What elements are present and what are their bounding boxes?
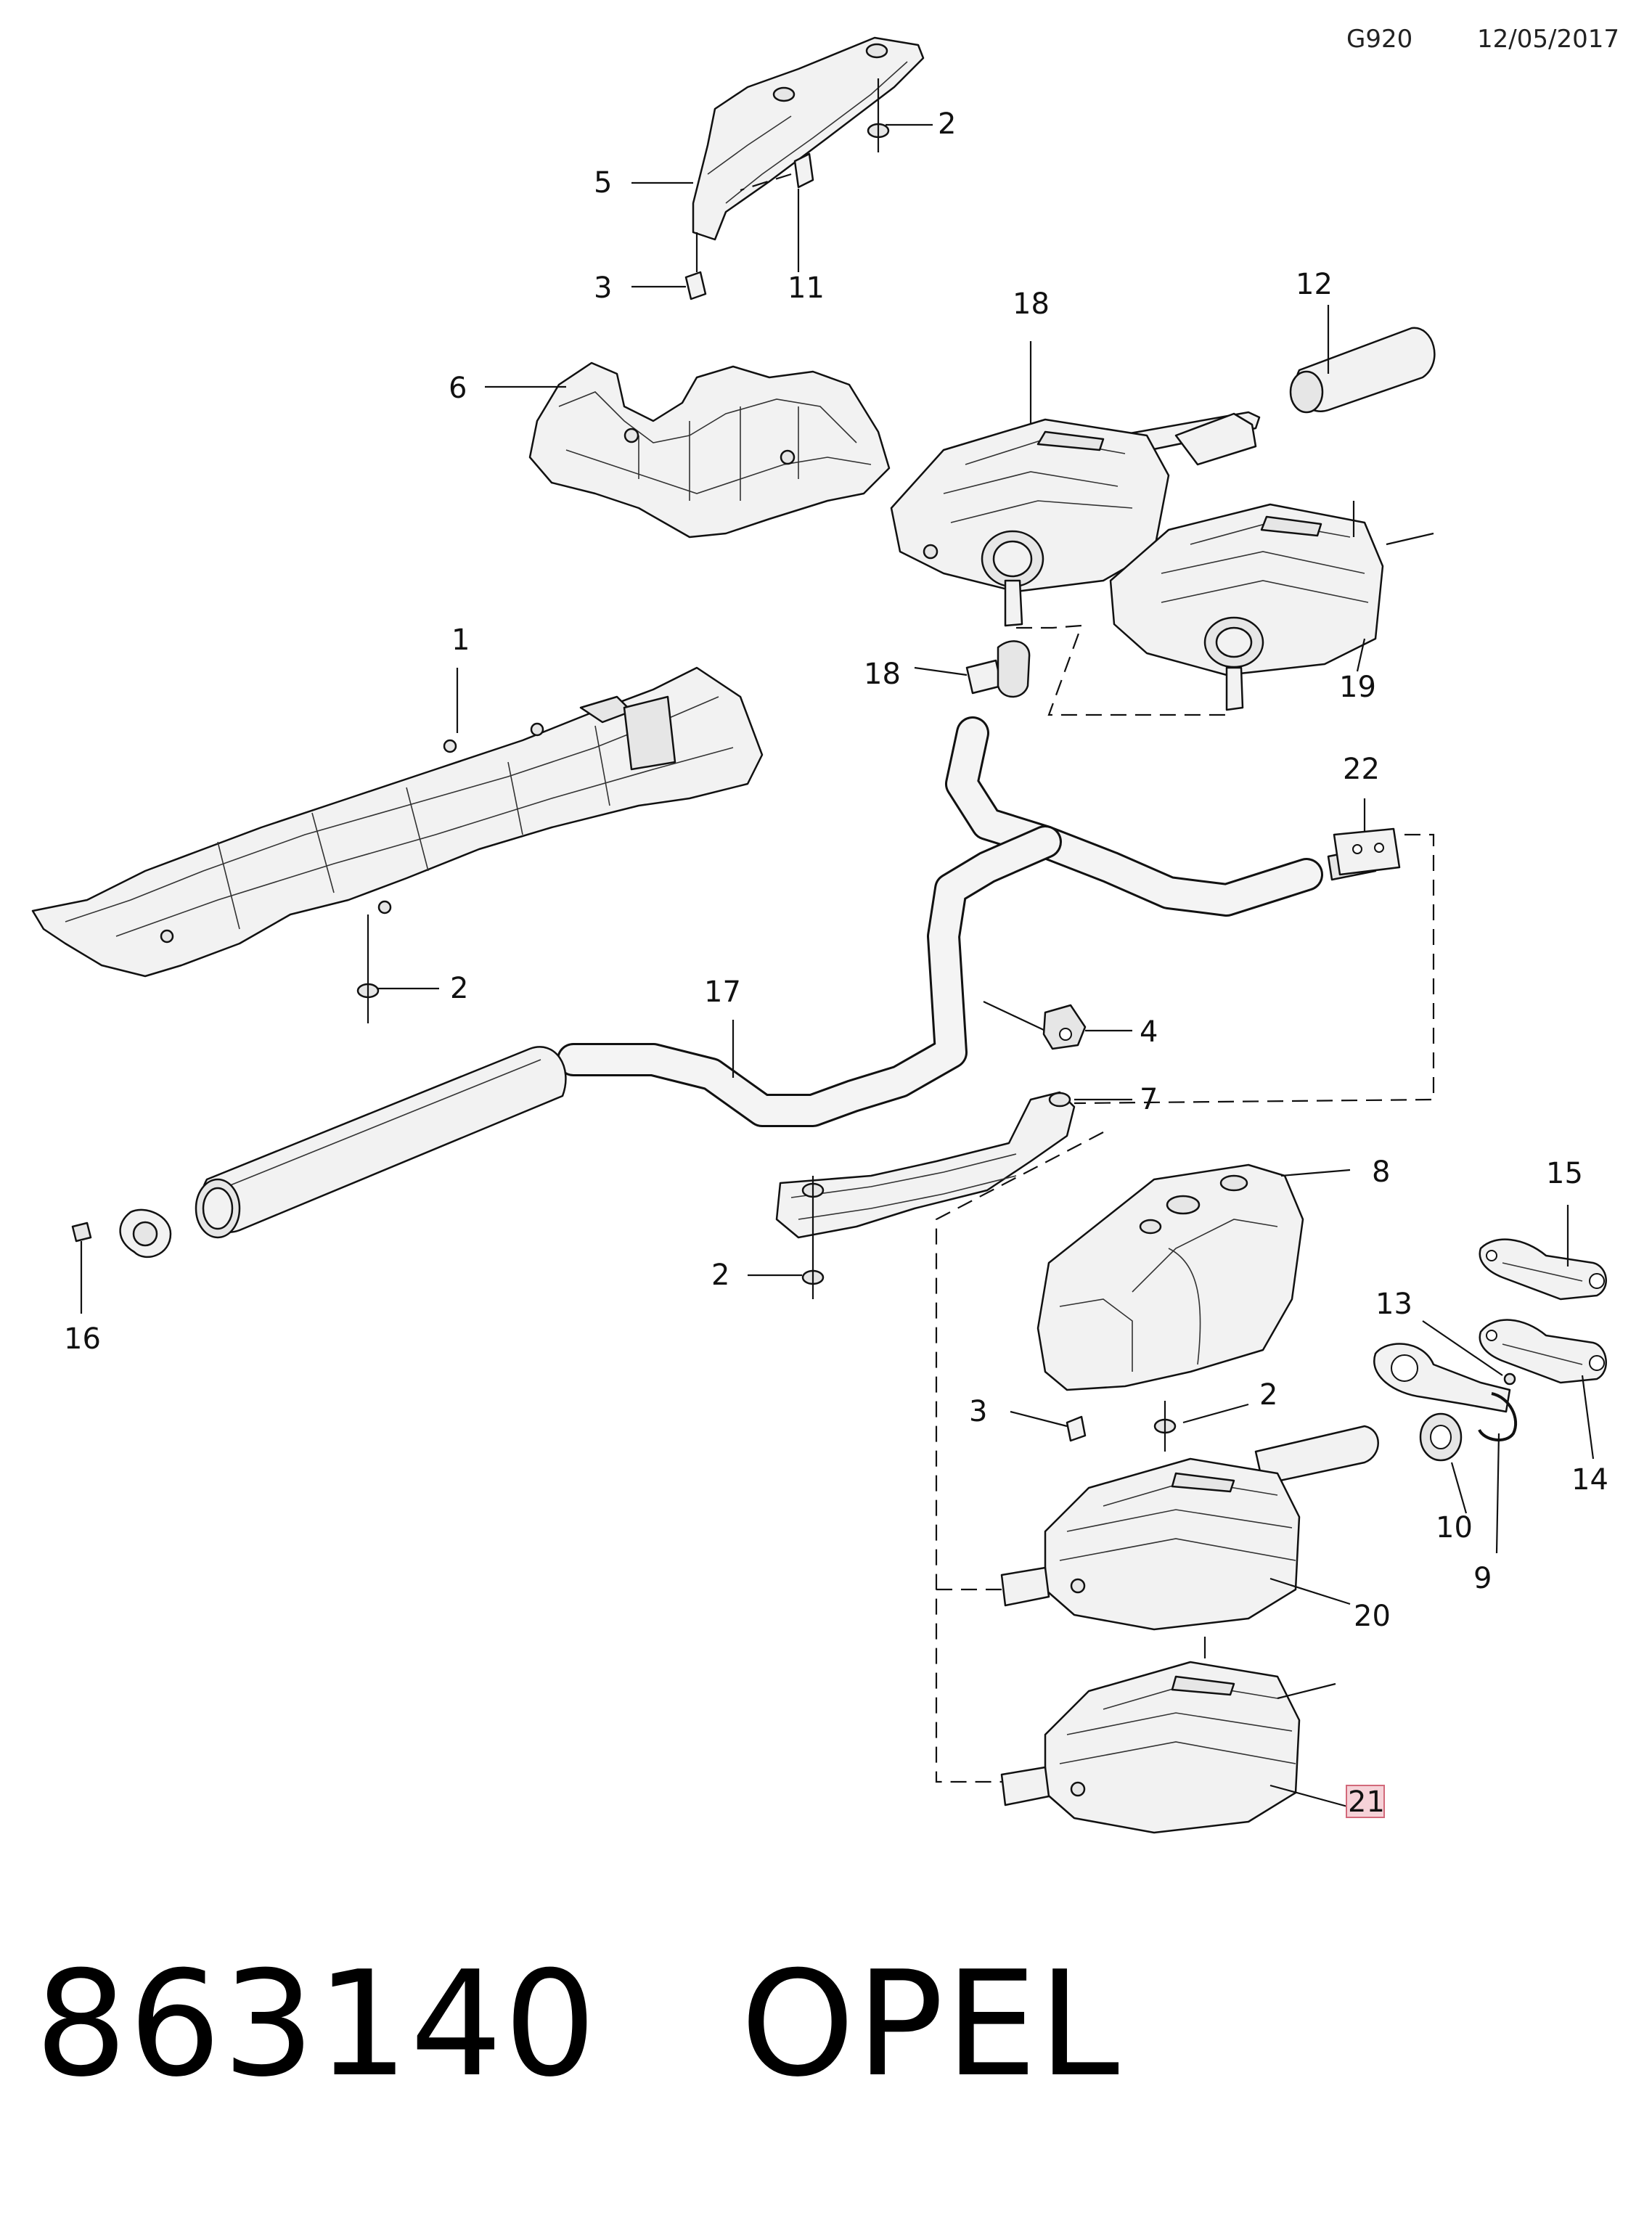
callout-8: 8 bbox=[1372, 1155, 1390, 1189]
callout-2-mid: 2 bbox=[711, 1259, 729, 1292]
part-12-clamp-ring[interactable] bbox=[1478, 1392, 1518, 1554]
callout-7: 7 bbox=[1140, 1083, 1158, 1116]
callout-5: 5 bbox=[594, 166, 612, 200]
part-7-heat-shield[interactable] bbox=[775, 1091, 1076, 1239]
part-2-nut-mid-left[interactable] bbox=[356, 914, 380, 1023]
callout-20: 20 bbox=[1354, 1600, 1391, 1633]
callout-3-rear: 3 bbox=[969, 1395, 987, 1428]
callout-6: 6 bbox=[449, 372, 467, 405]
callout-2-rear: 2 bbox=[1259, 1378, 1277, 1412]
part-6-heat-shield[interactable] bbox=[528, 361, 891, 539]
part-number-title: 863140 OPEL bbox=[35, 1940, 1121, 2109]
callout-4: 4 bbox=[1140, 1015, 1158, 1049]
callout-18-clamp: 18 bbox=[864, 658, 901, 691]
callout-17: 17 bbox=[704, 975, 741, 1009]
part-10-tail-pipe[interactable] bbox=[1289, 305, 1436, 414]
part-21-rear-muffler[interactable] bbox=[1000, 1637, 1351, 1834]
part-4-rubber-hanger[interactable] bbox=[983, 1001, 1087, 1050]
callout-18-upper: 18 bbox=[1013, 287, 1050, 321]
callout-15: 15 bbox=[1546, 1157, 1583, 1190]
callout-2: 2 bbox=[938, 107, 956, 141]
callout-21-highlight bbox=[1346, 1785, 1385, 1818]
part-1-heat-shield[interactable] bbox=[31, 666, 764, 978]
part-22-bracket[interactable] bbox=[1333, 798, 1401, 876]
part-14-bracket[interactable] bbox=[1479, 1319, 1607, 1460]
part-2-nut-top[interactable] bbox=[867, 78, 890, 152]
callout-labels: 2 5 3 11 6 18 12 18 19 1 22 2 17 4 7 8 1… bbox=[64, 107, 1608, 1819]
part-18-clamp[interactable] bbox=[914, 640, 1031, 698]
part-20-rear-muffler[interactable] bbox=[1000, 1425, 1379, 1631]
part-18-rear-muffler-upper[interactable] bbox=[890, 341, 1261, 627]
callout-16: 16 bbox=[64, 1322, 101, 1356]
callout-22: 22 bbox=[1343, 753, 1380, 786]
callout-2-left: 2 bbox=[450, 972, 468, 1005]
callout-12: 9 bbox=[1473, 1562, 1492, 1595]
callout-1: 1 bbox=[451, 623, 470, 657]
part-5-heat-shield-bracket[interactable] bbox=[692, 36, 925, 241]
part-11-gasket[interactable] bbox=[1373, 1320, 1516, 1413]
callout-19: 19 bbox=[1339, 671, 1376, 704]
callout-9: 11 bbox=[788, 271, 825, 305]
callout-11: 13 bbox=[1375, 1288, 1412, 1321]
part-2-nut-bottom-mid[interactable] bbox=[801, 1176, 825, 1299]
callout-21: 21 bbox=[1348, 1785, 1385, 1819]
callout-10: 12 bbox=[1296, 268, 1333, 301]
front-muffler[interactable] bbox=[71, 1046, 567, 1314]
part-13-grommet[interactable] bbox=[1419, 1412, 1468, 1514]
part-3-clip-top[interactable] bbox=[684, 232, 707, 300]
part-15-bracket[interactable] bbox=[1479, 1205, 1607, 1301]
callout-14: 14 bbox=[1571, 1463, 1608, 1497]
diagram-date: 12/05/2017 bbox=[1477, 25, 1619, 54]
part-19-rear-muffler-lower[interactable] bbox=[1109, 501, 1434, 711]
callout-3: 3 bbox=[594, 271, 612, 305]
part-2-nut-rear[interactable] bbox=[1153, 1401, 1249, 1452]
callout-13: 10 bbox=[1436, 1511, 1473, 1544]
part-9-clip[interactable] bbox=[740, 152, 814, 192]
part-8-rear-heat-shield[interactable] bbox=[1036, 1163, 1351, 1391]
part-3-clip-rear[interactable] bbox=[1010, 1410, 1087, 1442]
diagram-code: G920 bbox=[1346, 25, 1413, 54]
